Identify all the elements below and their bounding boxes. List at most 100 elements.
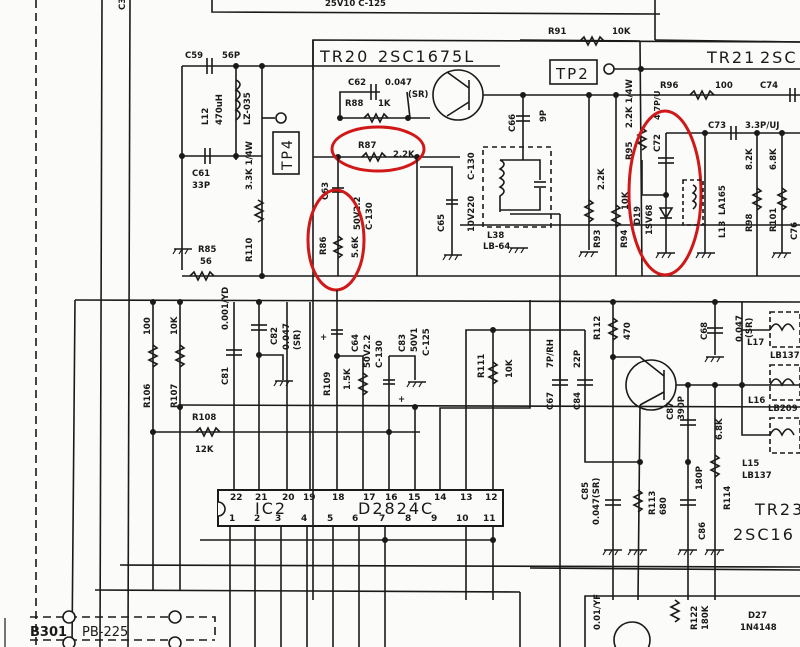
c83-capacitor-icon (383, 379, 395, 385)
r110-resistor-icon (253, 199, 265, 223)
tr23-part: 2SC16 (733, 525, 795, 544)
ground-icon (704, 549, 724, 556)
r87-resistor-icon (361, 151, 387, 163)
r86-resistor-icon (332, 235, 344, 259)
top-left-label: C3 (118, 0, 128, 10)
c65-part: C-130 (467, 152, 477, 180)
svg-text:22: 22 (230, 493, 243, 503)
c68-note: (SR) (745, 317, 755, 338)
tr21-part: 2SC (760, 48, 798, 67)
c67-capacitor-icon (552, 379, 568, 386)
c64-polarity: + (320, 333, 327, 343)
l38-part: LB-64 (483, 242, 510, 252)
tr20-transistor-icon (432, 69, 800, 121)
c61-ref: C61 (192, 169, 210, 179)
c66-capacitor-icon (516, 115, 530, 122)
r96-resistor-icon (689, 89, 715, 101)
l15-ref: L15 (742, 459, 759, 469)
tp4-terminal-icon[interactable] (275, 112, 287, 124)
c59-ref: C59 (185, 51, 203, 61)
c66-value: 9P (539, 110, 549, 122)
r110-ref: R110 (245, 238, 255, 262)
ground-icon (508, 247, 528, 254)
ic2-chip (217, 489, 504, 527)
svg-text:2: 2 (254, 514, 260, 524)
c62-value: 0.047 (385, 78, 412, 88)
r112-resistor-icon (607, 317, 619, 341)
r106-value: 100 (143, 317, 153, 335)
b301-ref: B301 (30, 625, 67, 640)
r88-value: 1K (378, 99, 391, 109)
c76-ref: C76 (790, 222, 800, 240)
svg-text:4: 4 (301, 514, 307, 524)
ground-icon (406, 381, 426, 388)
c64-capacitor-icon (331, 329, 343, 335)
r87-ref: R87 (358, 141, 376, 151)
r114-resistor-icon (709, 454, 721, 478)
c65-ref: C65 (437, 214, 447, 232)
ground-icon (172, 248, 192, 255)
r108-resistor-icon (195, 426, 221, 438)
r93-value: 2.2K (597, 168, 607, 190)
l12-value: 470uH (215, 94, 225, 125)
r108-ref: R108 (192, 413, 216, 423)
c81-value: 0.001/YD (221, 287, 231, 330)
svg-text:17: 17 (363, 493, 376, 503)
ic2-pins-bottom: 1 2 3 4 5 6 7 8 9 10 11 (229, 514, 496, 524)
r106-resistor-icon (147, 344, 159, 368)
c86-ref: C86 (698, 522, 708, 540)
l13-shield-box (682, 179, 704, 226)
ground-icon (442, 254, 462, 261)
r113-resistor-icon (632, 489, 644, 513)
l12-ref: L12 (201, 108, 211, 125)
tr22-transistor-icon (613, 356, 800, 601)
r91-value: 10K (612, 27, 631, 37)
c67-value: 7P/RH (546, 339, 556, 368)
svg-text:16: 16 (385, 493, 398, 503)
c83-ref: C83 (398, 334, 408, 352)
r109-resistor-icon (357, 372, 369, 396)
r88-resistor-icon (363, 112, 389, 124)
r96-value: 100 (715, 81, 733, 91)
l16-part: LB209 (768, 404, 798, 414)
r111-value: 10K (505, 359, 515, 378)
c81-ref: C81 (221, 367, 231, 385)
c61-capacitor-icon (204, 148, 211, 164)
c68-ref: C68 (700, 322, 710, 340)
c65-capacitor-icon (446, 199, 458, 205)
r113-ref: R113 (648, 491, 658, 515)
r110-value: 3.3K 1/4W (245, 140, 255, 190)
ground-icon (602, 549, 622, 556)
r86-value: 5.6K (351, 236, 361, 258)
c72-ref: C72 (653, 134, 663, 152)
svg-text:6: 6 (352, 514, 358, 524)
ground-icon (655, 252, 675, 259)
d19-c72-highlight (627, 109, 703, 277)
tp2-terminal-icon[interactable] (603, 63, 615, 75)
d27-part: 1N4148 (740, 623, 777, 633)
c83-polarity: + (398, 395, 405, 405)
c68-capacitor-icon (707, 327, 723, 334)
r114-ref: R114 (723, 486, 733, 510)
svg-text:20: 20 (282, 493, 295, 503)
tp2-label: TP2 (555, 65, 590, 83)
svg-text:12: 12 (485, 493, 498, 503)
r95-value: 2.2K 1/4W (625, 78, 635, 128)
tr23-label: TR23 (754, 500, 800, 519)
svg-text:15: 15 (408, 493, 421, 503)
c66-ref: C66 (508, 114, 518, 132)
ground-icon (677, 549, 697, 556)
svg-text:11: 11 (483, 514, 496, 524)
r107-value: 10K (170, 316, 180, 335)
c83-value: 50V1 (410, 328, 420, 352)
d19-ref: D19 (633, 206, 643, 225)
l15-inductor-icon (769, 417, 800, 454)
c86-value: 180P (695, 466, 705, 490)
c74-ref: C74 (760, 81, 778, 91)
tp2-box (549, 59, 598, 85)
ground-icon (627, 549, 647, 556)
r91-resistor-icon (579, 35, 605, 47)
l12-part: LZ-035 (243, 92, 253, 125)
tr-bottom-transistor-icon (613, 621, 651, 647)
